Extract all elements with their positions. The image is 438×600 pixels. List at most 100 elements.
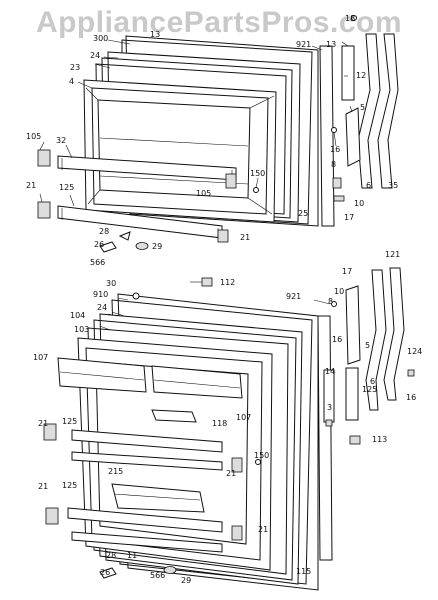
fresh-food-bushing-10 (331, 301, 337, 307)
part-label-top-6: 6 (366, 181, 371, 190)
fresh-food-screw-150 (255, 459, 261, 465)
part-label-bot-125c: 125 (62, 481, 77, 490)
part-label-bot-112: 112 (220, 278, 235, 287)
handle-trim-125 (345, 367, 359, 421)
part-label-top-23: 23 (70, 63, 80, 72)
freezer-cap-29 (135, 242, 149, 250)
fresh-food-hinge-6 (365, 269, 387, 411)
part-label-top-24: 24 (90, 51, 100, 60)
part-label-top-17: 17 (344, 213, 354, 222)
part-label-bot-11: 11 (127, 551, 137, 560)
fresh-food-shelf-rail-1 (71, 429, 223, 453)
part-label-bot-125b: 125 (62, 417, 77, 426)
dairy-compartment-door-right (151, 365, 243, 399)
part-label-top-16: 16 (330, 145, 340, 154)
fresh-food-bracket-mid (231, 457, 243, 473)
part-label-bot-3: 3 (327, 403, 332, 412)
part-label-bot-26: 26 (100, 568, 110, 577)
handle-trim-14 (323, 369, 335, 423)
fresh-food-bracket-lower (231, 525, 243, 541)
part-label-bot-910: 910 (93, 290, 108, 299)
part-label-bot-921: 921 (286, 292, 301, 301)
part-label-top-29: 29 (152, 242, 162, 251)
part-label-bot-10: 10 (334, 287, 344, 296)
part-label-top-21b: 21 (240, 233, 250, 242)
freezer-screw-16 (331, 127, 337, 133)
part-label-bot-103: 103 (74, 325, 89, 334)
part-label-bot-115: 115 (296, 567, 311, 576)
part-label-bot-118: 118 (212, 419, 227, 428)
part-label-bot-17: 17 (342, 267, 352, 276)
part-label-top-28: 28 (99, 227, 109, 236)
freezer-door-stop-strip (319, 45, 335, 227)
freezer-plate-26 (99, 241, 117, 253)
part-label-bot-21b: 21 (226, 469, 236, 478)
fresh-food-door-assembly (43, 267, 415, 591)
part-label-bot-113: 113 (372, 435, 387, 444)
freezer-stop-8 (332, 177, 342, 189)
fresh-food-cap-29 (163, 566, 177, 574)
fresh-food-shelf-rail-4 (71, 531, 223, 553)
part-label-top-26: 26 (94, 240, 104, 249)
dairy-compartment-door-left (57, 357, 147, 393)
part-112 (201, 277, 213, 287)
freezer-rail-bracket-lower-right (217, 229, 229, 243)
part-label-top-12: 12 (356, 71, 366, 80)
fresh-food-hinge-bracket-5 (345, 285, 361, 365)
part-label-top-125: 125 (59, 183, 74, 192)
butter-shelf-118 (151, 409, 197, 423)
freezer-rail-end-cap-upper (37, 149, 51, 167)
freezer-rail-end-cap-lower (37, 201, 51, 219)
door-bin-215 (111, 483, 205, 513)
part-label-top-5: 5 (360, 103, 365, 112)
fresh-food-hinge-121 (383, 267, 405, 401)
part-label-top-13b: 13 (326, 40, 336, 49)
part-label-bot-24: 24 (97, 303, 107, 312)
watermark-text: AppliancePartsPros.com (35, 6, 403, 39)
freezer-screw-18 (351, 15, 357, 21)
freezer-bushing-10 (333, 195, 345, 202)
part-label-bot-5: 5 (365, 341, 370, 350)
fresh-food-door-stop-strip (317, 315, 333, 561)
part-label-bot-125a: 125 (362, 385, 377, 394)
part-label-bot-107a: 107 (33, 353, 48, 362)
fresh-food-plate-26 (99, 567, 117, 579)
part-label-bot-21a: 21 (38, 419, 48, 428)
part-label-top-566: 566 (90, 258, 105, 267)
freezer-handle-trim (341, 45, 355, 101)
part-label-top-13a: 13 (150, 30, 160, 39)
part-label-bot-215: 215 (108, 467, 123, 476)
part-label-bot-21d: 21 (258, 525, 268, 534)
part-label-top-4: 4 (69, 77, 74, 86)
part-label-bot-104: 104 (70, 311, 85, 320)
part-label-top-105b: 105 (196, 189, 211, 198)
part-label-top-105a: 105 (26, 132, 41, 141)
part-label-top-150: 150 (250, 169, 265, 178)
part-label-bot-150: 150 (254, 451, 269, 460)
part-label-bot-29: 29 (181, 576, 191, 585)
part-label-bot-16b: 16 (406, 393, 416, 402)
part-label-bot-6: 6 (370, 377, 375, 386)
part-label-bot-566: 566 (150, 571, 165, 580)
freezer-hinge-bracket-5 (345, 107, 361, 167)
part-124 (407, 369, 415, 377)
part-label-top-21a: 21 (26, 181, 36, 190)
part-label-bot-124: 124 (407, 347, 422, 356)
part-label-bot-30: 30 (106, 279, 116, 288)
screw-30 (132, 292, 140, 300)
part-label-top-25: 25 (298, 209, 308, 218)
freezer-clip-28 (118, 231, 131, 241)
part-label-top-32: 32 (56, 136, 66, 145)
part-label-top-10: 10 (354, 199, 364, 208)
part-label-top-35: 35 (388, 181, 398, 190)
part-label-bot-8: 8 (328, 297, 333, 306)
part-label-top-8: 8 (331, 160, 336, 169)
freezer-hinge-35 (377, 33, 399, 189)
leader-lines (39, 39, 353, 331)
part-label-top-18: 18 (345, 14, 355, 23)
fresh-food-end-cap-lower (45, 507, 59, 525)
part-label-bot-14: 14 (325, 367, 335, 376)
fresh-food-end-cap-upper (43, 423, 57, 441)
